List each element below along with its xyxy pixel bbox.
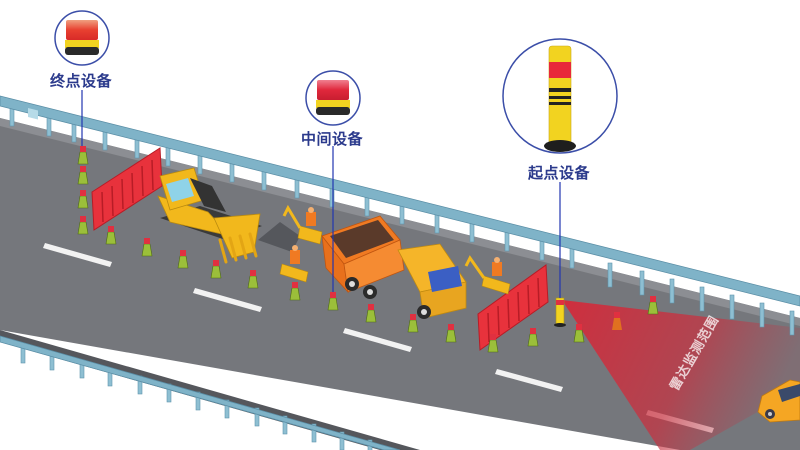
- traffic-cones: [77, 146, 659, 353]
- leader-lines: [81, 90, 561, 298]
- radar-coverage-zone: [562, 300, 800, 450]
- barrier-right: [477, 264, 549, 351]
- lane-markings: [43, 243, 714, 433]
- approaching-car: [757, 379, 800, 423]
- bulldozer: [157, 167, 262, 264]
- start-device-label: 起点设备: [528, 164, 591, 182]
- end-device-icon: [54, 10, 110, 66]
- mini-excavator-left: [282, 204, 323, 245]
- mini-excavator-middle: [279, 245, 309, 283]
- dirt-pile: [258, 222, 300, 252]
- middle-device-label: 中间设备: [301, 130, 364, 148]
- mini-excavator-right: [464, 255, 511, 295]
- middle-device-icon: [305, 70, 361, 126]
- guardrail-near: [0, 335, 401, 450]
- end-device-label: 终点设备: [50, 72, 113, 90]
- barrier-left: [91, 147, 163, 231]
- dump-truck: [321, 215, 467, 319]
- guardrail-far: [0, 95, 800, 336]
- start-device-icon: [502, 38, 618, 154]
- start-post-on-road: [554, 297, 566, 327]
